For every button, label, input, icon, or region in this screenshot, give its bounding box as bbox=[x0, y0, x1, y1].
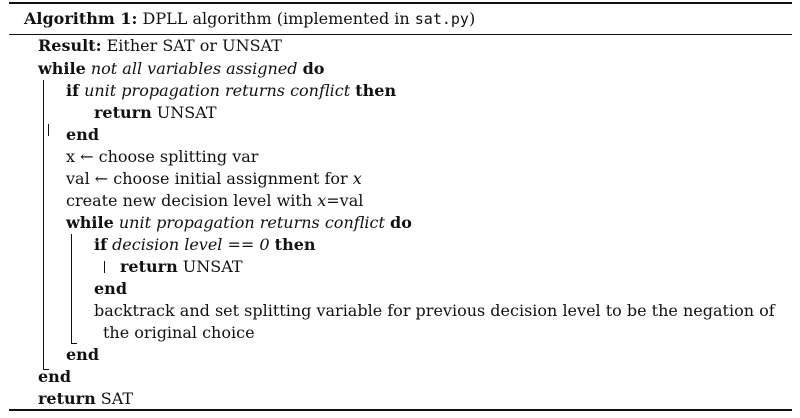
bottom-rule bbox=[9, 409, 792, 411]
keyword: end bbox=[66, 125, 99, 144]
algorithm-line-backtrack-continued: the original choice bbox=[103, 322, 255, 344]
keyword: then bbox=[274, 235, 316, 254]
keyword: end bbox=[66, 345, 99, 364]
variable: x bbox=[352, 169, 362, 188]
algorithm-line-end-while-inner: end bbox=[66, 344, 99, 366]
keyword: if bbox=[94, 235, 107, 254]
algorithm-line-end-if-inner: end bbox=[94, 278, 127, 300]
condition: decision level == 0 bbox=[112, 235, 270, 254]
outer-if-block-bar bbox=[48, 124, 49, 136]
variable: x bbox=[317, 191, 327, 210]
algorithm-line-decision-level: create new decision level with x=val bbox=[66, 190, 363, 212]
algorithm-line-if-inner: if decision level == 0 then bbox=[94, 234, 316, 256]
outer-while-block-bar bbox=[43, 80, 44, 370]
keyword: return bbox=[38, 389, 96, 408]
keyword: while bbox=[66, 213, 114, 232]
keyword: end bbox=[94, 279, 127, 298]
keyword: Result: bbox=[38, 36, 102, 55]
line-text: UNSAT bbox=[151, 103, 217, 122]
condition: not all variables assigned bbox=[90, 59, 298, 78]
keyword: return bbox=[120, 257, 178, 276]
keyword: then bbox=[355, 81, 397, 100]
keyword: while bbox=[38, 59, 86, 78]
algorithm-title-suffix: ) bbox=[468, 9, 476, 28]
line-text: create new decision level with bbox=[66, 191, 318, 210]
algorithm-caption: Algorithm 1: DPLL algorithm (implemented… bbox=[24, 6, 475, 32]
caption-rule bbox=[9, 34, 792, 35]
algorithm-line-result: Result: Either SAT or UNSAT bbox=[38, 35, 282, 57]
algorithm-line-end-if-outer: end bbox=[66, 124, 99, 146]
algorithm-label: Algorithm 1: bbox=[24, 9, 138, 28]
algorithm-line-while-inner: while unit propagation returns conflict … bbox=[66, 212, 412, 234]
line-text: the original choice bbox=[103, 323, 255, 342]
keyword: return bbox=[94, 103, 152, 122]
algorithm-line-return-unsat-outer: return UNSAT bbox=[94, 102, 217, 124]
line-text: SAT bbox=[95, 389, 134, 408]
algorithm-line-backtrack: backtrack and set splitting variable for… bbox=[94, 300, 775, 322]
algorithm-line-return-sat: return SAT bbox=[38, 388, 133, 410]
inner-if-block-bar bbox=[104, 261, 105, 273]
top-rule bbox=[9, 2, 792, 4]
inner-while-block-end-tick bbox=[71, 343, 77, 344]
condition: unit propagation returns conflict bbox=[118, 213, 385, 232]
algorithm-line-return-unsat-inner: return UNSAT bbox=[120, 256, 243, 278]
line-text: UNSAT bbox=[177, 257, 243, 276]
line-text: backtrack and set splitting variable for… bbox=[94, 301, 775, 320]
inner-while-block-bar bbox=[71, 234, 72, 344]
line-text: x ← choose splitting var bbox=[66, 147, 259, 166]
algorithm-line-end-while-outer: end bbox=[38, 366, 71, 388]
line-text: Either SAT or UNSAT bbox=[101, 36, 282, 55]
keyword: do bbox=[390, 213, 412, 232]
keyword: do bbox=[302, 59, 325, 78]
algorithm-file-name: sat.py bbox=[414, 10, 469, 28]
keyword: if bbox=[66, 81, 79, 100]
keyword: end bbox=[38, 367, 71, 386]
algorithm-line-choose-val: val ← choose initial assignment for x bbox=[66, 168, 362, 190]
outer-while-block-end-tick bbox=[43, 369, 49, 370]
line-text: val ← choose initial assignment for bbox=[66, 169, 353, 188]
algorithm-line-choose-var: x ← choose splitting var bbox=[66, 146, 258, 168]
line-text: =val bbox=[326, 191, 364, 210]
algorithm-line-while-outer: while not all variables assigned do bbox=[38, 58, 324, 80]
algorithm-title-prefix: DPLL algorithm (implemented in bbox=[142, 9, 415, 28]
algorithm-line-if-outer: if unit propagation returns conflict the… bbox=[66, 80, 396, 102]
condition: unit propagation returns conflict bbox=[84, 81, 351, 100]
